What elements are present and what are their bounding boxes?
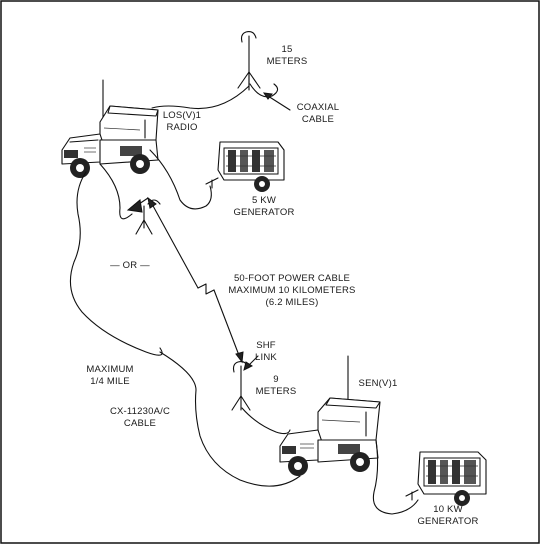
- dish-feed: [99, 163, 133, 220]
- los-dish-antenna: [126, 197, 161, 235]
- los-label-line1: LOS(V)1: [163, 110, 201, 121]
- coax-label-line2: CABLE: [302, 114, 334, 125]
- power-label-line3: (6.2 MILES): [266, 297, 319, 308]
- antenna-9m-label-line1: 9: [273, 374, 278, 385]
- antenna-9m-label-line2: METERS: [256, 386, 297, 397]
- shf-label-line2: LINK: [255, 352, 277, 363]
- sen-antenna-cable: [241, 407, 291, 435]
- max-label-line2: 1/4 MILE: [90, 376, 130, 387]
- los-label-line2: RADIO: [166, 122, 197, 133]
- cx-cable-left: [69, 171, 163, 356]
- antenna-15m: [237, 31, 261, 91]
- coax-label-line1: COAXIAL: [297, 102, 340, 113]
- cx-label-line1: CX-11230A/C: [110, 406, 170, 417]
- power-cable-5kw: [149, 149, 212, 210]
- generator-5kw: [205, 141, 285, 192]
- cx-label-line2: CABLE: [124, 418, 156, 429]
- shf-label-line1: SHF: [256, 340, 276, 351]
- coax-loop: [249, 83, 279, 98]
- shf-link-line: [147, 196, 244, 364]
- or-label: — OR —: [110, 260, 150, 271]
- generator-10kw: [405, 451, 487, 506]
- power-label-line1: 50-FOOT POWER CABLE: [234, 273, 350, 284]
- gen5-label-line2: GENERATOR: [233, 207, 294, 218]
- coax-arrow: [267, 95, 291, 111]
- cx-cable-bottom: [159, 351, 301, 487]
- coax-cable: [151, 85, 250, 110]
- gen10-label-line1: 10 KW: [433, 504, 463, 515]
- los-radio-truck: [61, 79, 159, 178]
- sen-truck: [279, 355, 381, 476]
- power-label-line2: MAXIMUM 10 KILOMETERS: [228, 285, 355, 296]
- antenna-15m-label-line2: METERS: [267, 56, 308, 67]
- gen5-label-line1: 5 KW: [252, 195, 276, 206]
- antenna-15m-label-line1: 15: [282, 44, 293, 55]
- power-cable-10kw: [372, 439, 419, 515]
- max-label-line1: MAXIMUM: [86, 364, 133, 375]
- gen10-label-line2: GENERATOR: [417, 516, 478, 527]
- sen-label: SEN(V)1: [359, 378, 398, 389]
